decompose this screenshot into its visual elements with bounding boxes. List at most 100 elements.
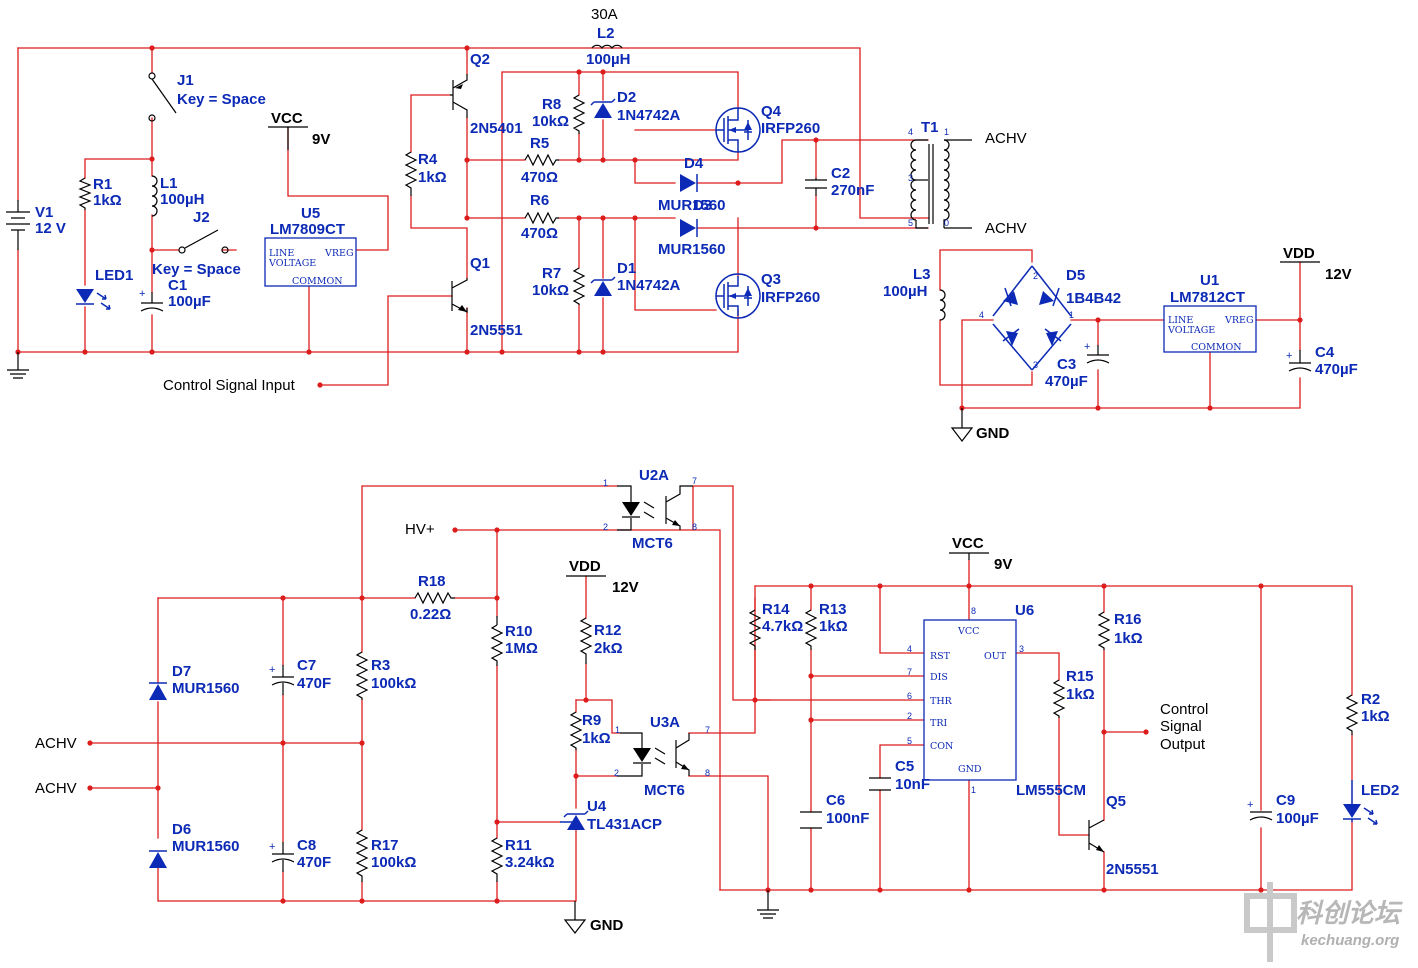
r4-value: 1kΩ (418, 169, 447, 186)
resistor-r13: R13 1kΩ (804, 601, 848, 650)
r13-value: 1kΩ (819, 618, 848, 635)
d7-name: D7 (172, 663, 191, 680)
d3-part: MUR1560 (658, 241, 726, 258)
u1-vreg-pin: VREG (1224, 315, 1254, 326)
svg-text:3: 3 (1019, 644, 1024, 654)
timer-section: VCC 9V R14 4.7kΩ R13 1kΩ U6 LM555CM VCC … (719, 535, 1399, 919)
vdd-bottom-name: VDD (569, 558, 601, 575)
r15-value: 1kΩ (1066, 686, 1095, 703)
q3-name: Q3 (761, 271, 781, 288)
resistor-r16: R16 1kΩ (1097, 611, 1143, 650)
d6-name: D6 (172, 821, 191, 838)
resistor-r12: R12 2kΩ (579, 617, 623, 664)
c8-value: 470F (297, 854, 331, 871)
r1-name: R1 (93, 176, 112, 193)
svg-text:1: 1 (944, 127, 949, 137)
c6-value: 100nF (826, 810, 869, 827)
d4-part: MUR1560 (658, 197, 726, 214)
u6-tri-pin: TRI (930, 718, 947, 729)
vcc-rail-label-bottom: VCC 9V (949, 535, 1012, 573)
zener-d2: D2 1N4742A (590, 89, 681, 124)
watermark-logo: 科创论坛 kechuang.org (1244, 882, 1403, 962)
svg-text:1: 1 (971, 785, 976, 795)
r17-name: R17 (371, 837, 399, 854)
svg-text:3: 3 (1033, 360, 1038, 370)
capacitor-c7: + C7 470F (269, 657, 331, 695)
control-signal-input: Control Signal Input (163, 377, 323, 394)
u2a-part: MCT6 (632, 535, 673, 552)
svg-text:5: 5 (908, 218, 913, 228)
d5-part: 1B4B42 (1066, 290, 1121, 307)
u6-gnd-pin: GND (958, 764, 982, 775)
vdd-top-value: 12V (1325, 266, 1352, 283)
resistor-r8: R8 10kΩ (532, 94, 586, 134)
mosfet-q4: Q4 IRFP260 (715, 103, 820, 153)
r6-name: R6 (530, 192, 549, 209)
u5-voltage-pin: VOLTAGE (268, 258, 316, 269)
ground-symbol-4 (757, 890, 779, 919)
r3-name: R3 (371, 657, 390, 674)
optocoupler-u3a: 1 2 7 8 U3A MCT6 (614, 714, 710, 799)
svg-text:8: 8 (971, 606, 976, 616)
c9-name: C9 (1276, 792, 1295, 809)
led-led1: LED1 (76, 267, 133, 310)
inductor-l2: 30A L2 100µH (586, 6, 631, 68)
zener-d1: D1 1N4742A (590, 260, 681, 296)
svg-text:3: 3 (908, 173, 913, 183)
u5-common-pin: COMMON (292, 276, 343, 287)
c3-name: C3 (1057, 356, 1076, 373)
ground-symbol-2: GND (950, 408, 1010, 442)
capacitor-c2: C2 270nF (805, 165, 874, 199)
v1-value: 12 V (35, 220, 66, 237)
q4-name: Q4 (761, 103, 782, 120)
resistor-r9: R9 1kΩ (569, 711, 611, 750)
ground-symbol-1 (7, 352, 29, 379)
diode-d4: D4 MUR1560 (658, 155, 726, 214)
svg-text:+: + (139, 288, 145, 300)
svg-text:7: 7 (692, 476, 697, 486)
q1-part: 2N5551 (470, 322, 523, 339)
vdd-top-name: VDD (1283, 245, 1315, 262)
svg-text:5: 5 (907, 736, 912, 746)
diode-d6: D6 MUR1560 (149, 821, 240, 868)
switch-j1[interactable]: J1 Key = Space (148, 72, 266, 122)
svg-text:0: 0 (944, 218, 949, 228)
r13-name: R13 (819, 601, 847, 618)
aux-supply-section: L3 100µH 2 4 1 3 D5 1B4B42 + C3 470µF U1… (883, 245, 1358, 442)
d2-part: 1N4742A (617, 107, 681, 124)
resistor-r15: R15 1kΩ (1052, 668, 1095, 718)
c2-name: C2 (831, 165, 850, 182)
u6-part: LM555CM (1016, 782, 1086, 799)
r8-name: R8 (542, 96, 561, 113)
q2-name: Q2 (470, 51, 490, 68)
r14-name: R14 (762, 601, 790, 618)
svg-text:1: 1 (1069, 310, 1074, 320)
svg-text:4: 4 (907, 644, 912, 654)
resistor-r1: R1 1kΩ (78, 176, 122, 210)
capacitor-c3: + C3 470µF (1045, 341, 1110, 390)
watermark-url: kechuang.org (1301, 932, 1399, 949)
d5-name: D5 (1066, 267, 1085, 284)
q5-part: 2N5551 (1106, 861, 1159, 878)
c8-name: C8 (297, 837, 316, 854)
u6-name: U6 (1015, 602, 1034, 619)
capacitor-c8: + C8 470F (269, 837, 331, 872)
inverter-junctions (15, 45, 819, 355)
switch-j2[interactable]: J2 Key = Space (152, 209, 241, 278)
r9-name: R9 (582, 712, 601, 729)
resistor-r7: R7 10kΩ (532, 265, 586, 305)
svg-text:+: + (1247, 799, 1253, 811)
c7-name: C7 (297, 657, 316, 674)
r18-value: 0.22Ω (410, 606, 451, 623)
c5-name: C5 (895, 758, 914, 775)
r16-name: R16 (1114, 611, 1142, 628)
r8-value: 10kΩ (532, 113, 569, 130)
r6-value: 470Ω (521, 225, 558, 242)
r7-value: 10kΩ (532, 282, 569, 299)
u6-vcc-pin: VCC (957, 626, 979, 637)
transformer-t1: 4 3 5 1 0 T1 ACHV ACHV (908, 119, 1027, 237)
transistor-q1: Q1 2N5551 (451, 255, 523, 339)
u5-name: U5 (301, 205, 320, 222)
regulator-u1: U1 LM7812CT LINE VOLTAGE VREG COMMON (1163, 272, 1257, 353)
